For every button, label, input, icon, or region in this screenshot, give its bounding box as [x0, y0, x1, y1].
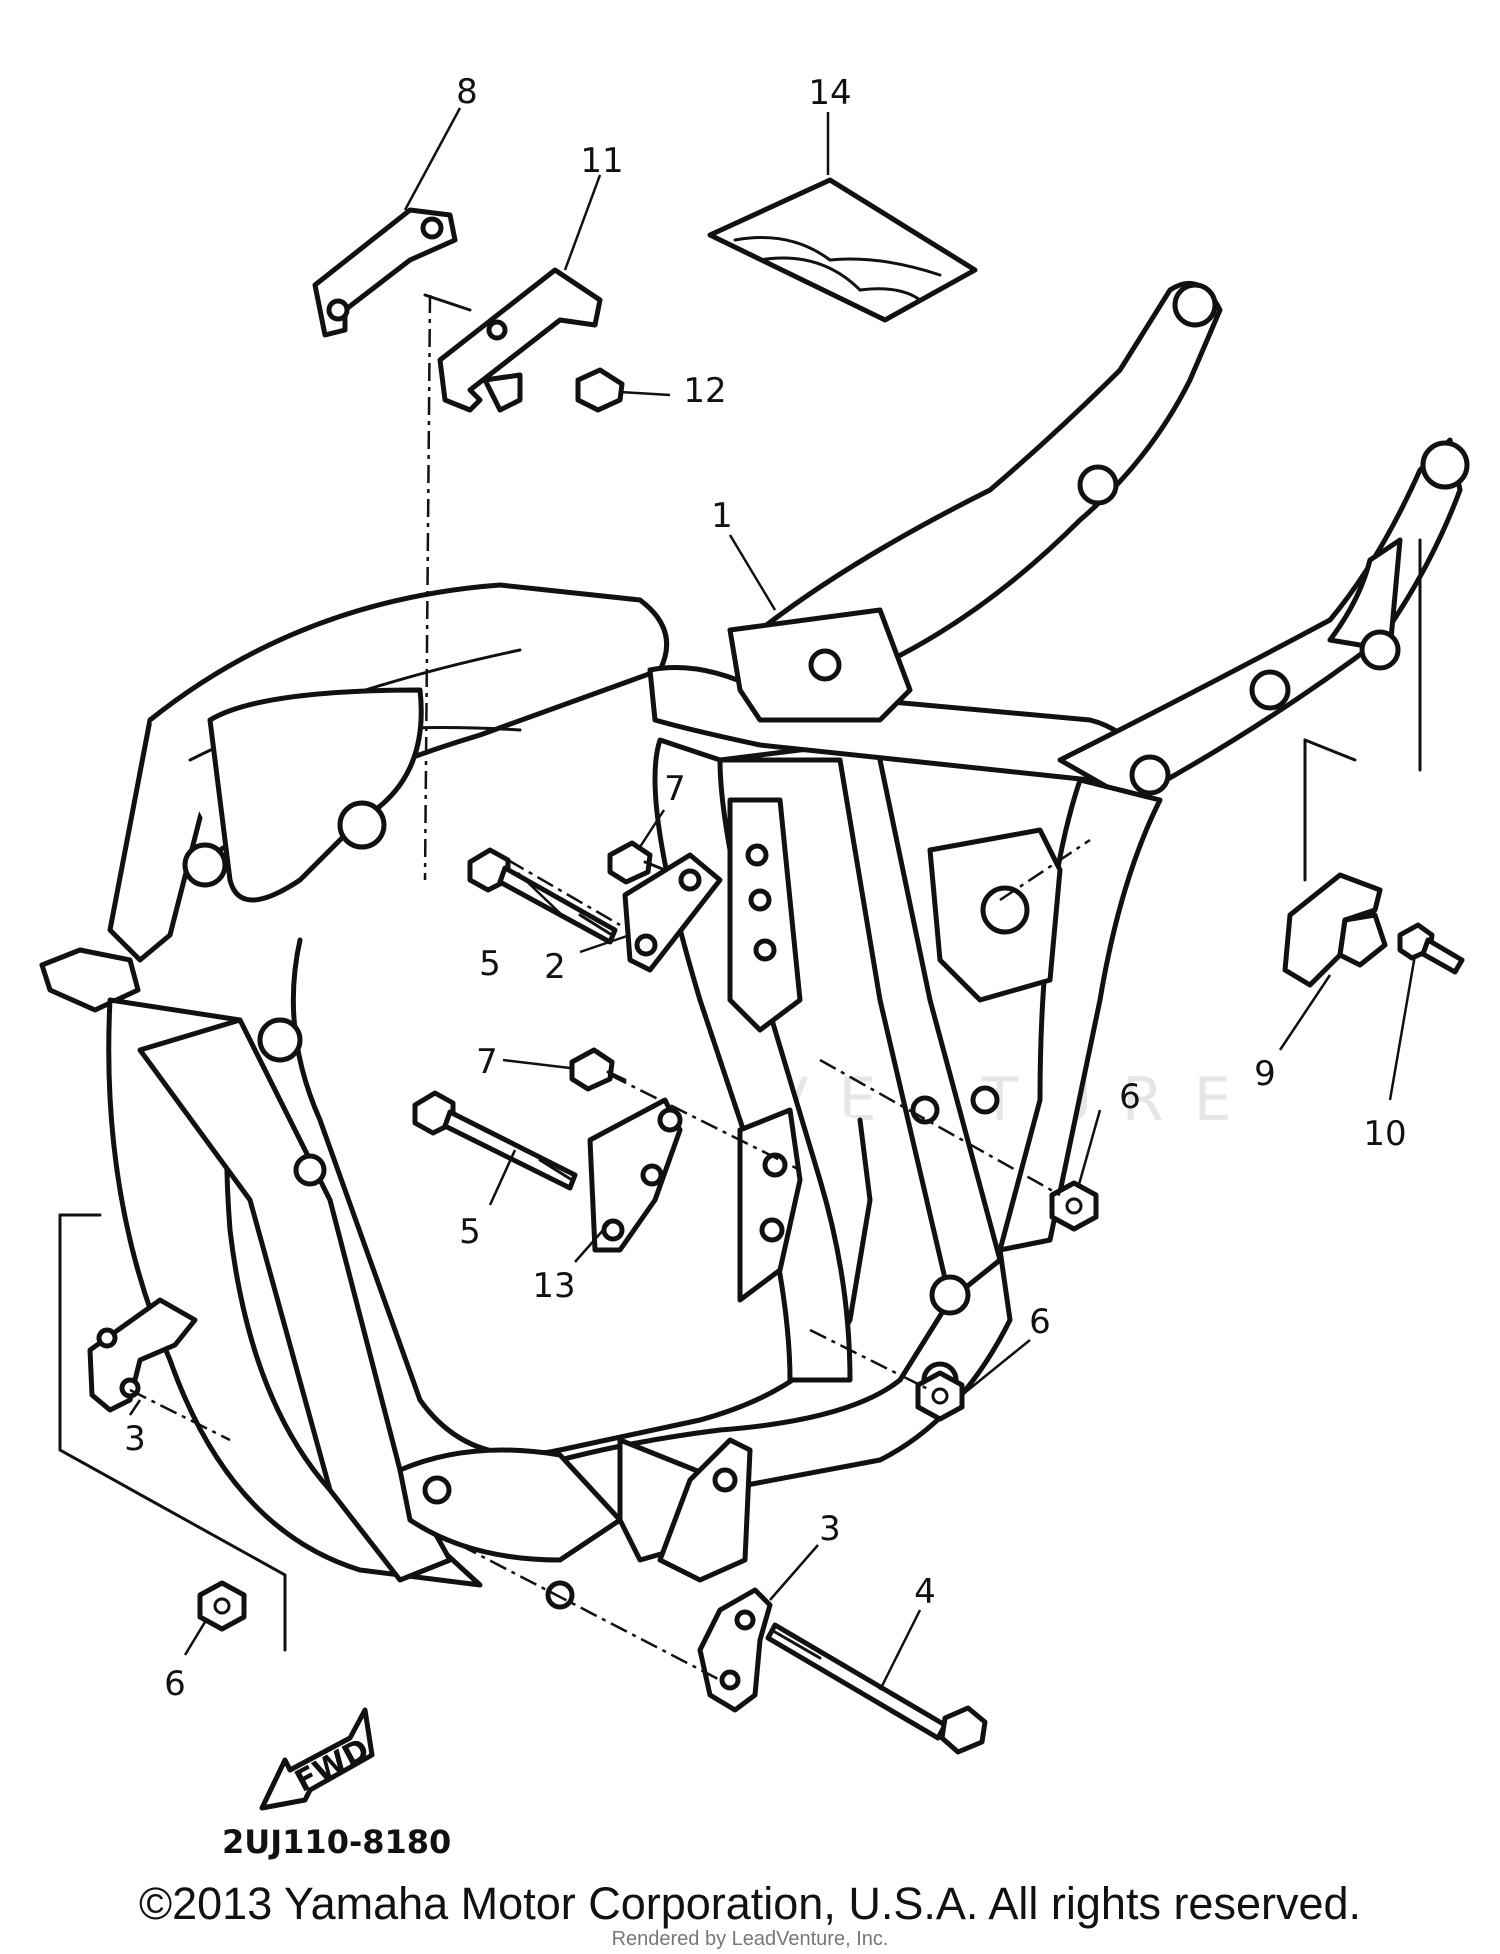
part-12-bolt — [575, 367, 625, 413]
part-13-engine-bracket — [587, 1097, 683, 1253]
part-3-bracket-right — [697, 1587, 773, 1713]
part-7-bolt-upper — [607, 840, 667, 885]
part-7-bolt-lower — [569, 1047, 627, 1092]
callout-14: 14 — [808, 73, 851, 113]
callout-6-mid: 6 — [1029, 1302, 1051, 1342]
part-6-nut-right — [1049, 1180, 1099, 1232]
callout-6-right: 6 — [1119, 1077, 1141, 1117]
diagram-code: 2UJ110-8180 — [222, 1823, 451, 1861]
rendered-by-credit: Rendered by LeadVenture, Inc. — [611, 1928, 889, 1950]
leader-lines — [128, 107, 1417, 1691]
callout-4: 4 — [914, 1572, 936, 1612]
callout-5-upper: 5 — [479, 944, 501, 984]
callout-6-left: 6 — [164, 1664, 186, 1704]
callout-5-lower: 5 — [459, 1212, 481, 1252]
part-4-through-bolt — [765, 1622, 988, 1755]
callout-1: 1 — [711, 496, 733, 536]
part-6-nut-mid — [915, 1370, 965, 1422]
callout-13: 13 — [532, 1266, 575, 1306]
fwd-arrow-icon: FWD — [259, 1707, 375, 1811]
callout-7-upper: 7 — [664, 769, 686, 809]
part-10-bolt — [1397, 922, 1465, 975]
callout-3-left: 3 — [124, 1419, 146, 1459]
part-5-bolt-lower — [412, 1090, 578, 1191]
callout-10: 10 — [1363, 1114, 1406, 1154]
fwd-label: FWD — [289, 1732, 375, 1800]
part-6-nut-left — [197, 1580, 247, 1632]
callout-2: 2 — [544, 947, 566, 987]
callouts: 8 11 14 12 1 7 5 2 7 5 13 6 6 9 10 3 6 3… — [124, 72, 1406, 1704]
part-8-bracket — [312, 207, 458, 338]
callout-3-right: 3 — [819, 1509, 841, 1549]
part-2-engine-bracket — [622, 852, 723, 973]
copyright-notice: ©2013 Yamaha Motor Corporation, U.S.A. A… — [138, 1878, 1362, 1929]
callout-12: 12 — [683, 371, 726, 411]
main-frame — [39, 280, 1470, 1610]
callout-7-lower: 7 — [476, 1042, 498, 1082]
part-9-bracket — [1282, 872, 1388, 988]
part-14-rubber-pad — [707, 177, 978, 323]
callout-9: 9 — [1254, 1054, 1276, 1094]
part-11-bracket — [437, 267, 603, 413]
callout-11: 11 — [580, 141, 623, 181]
assembly-lines — [58, 293, 1422, 1682]
callout-8: 8 — [456, 72, 478, 112]
